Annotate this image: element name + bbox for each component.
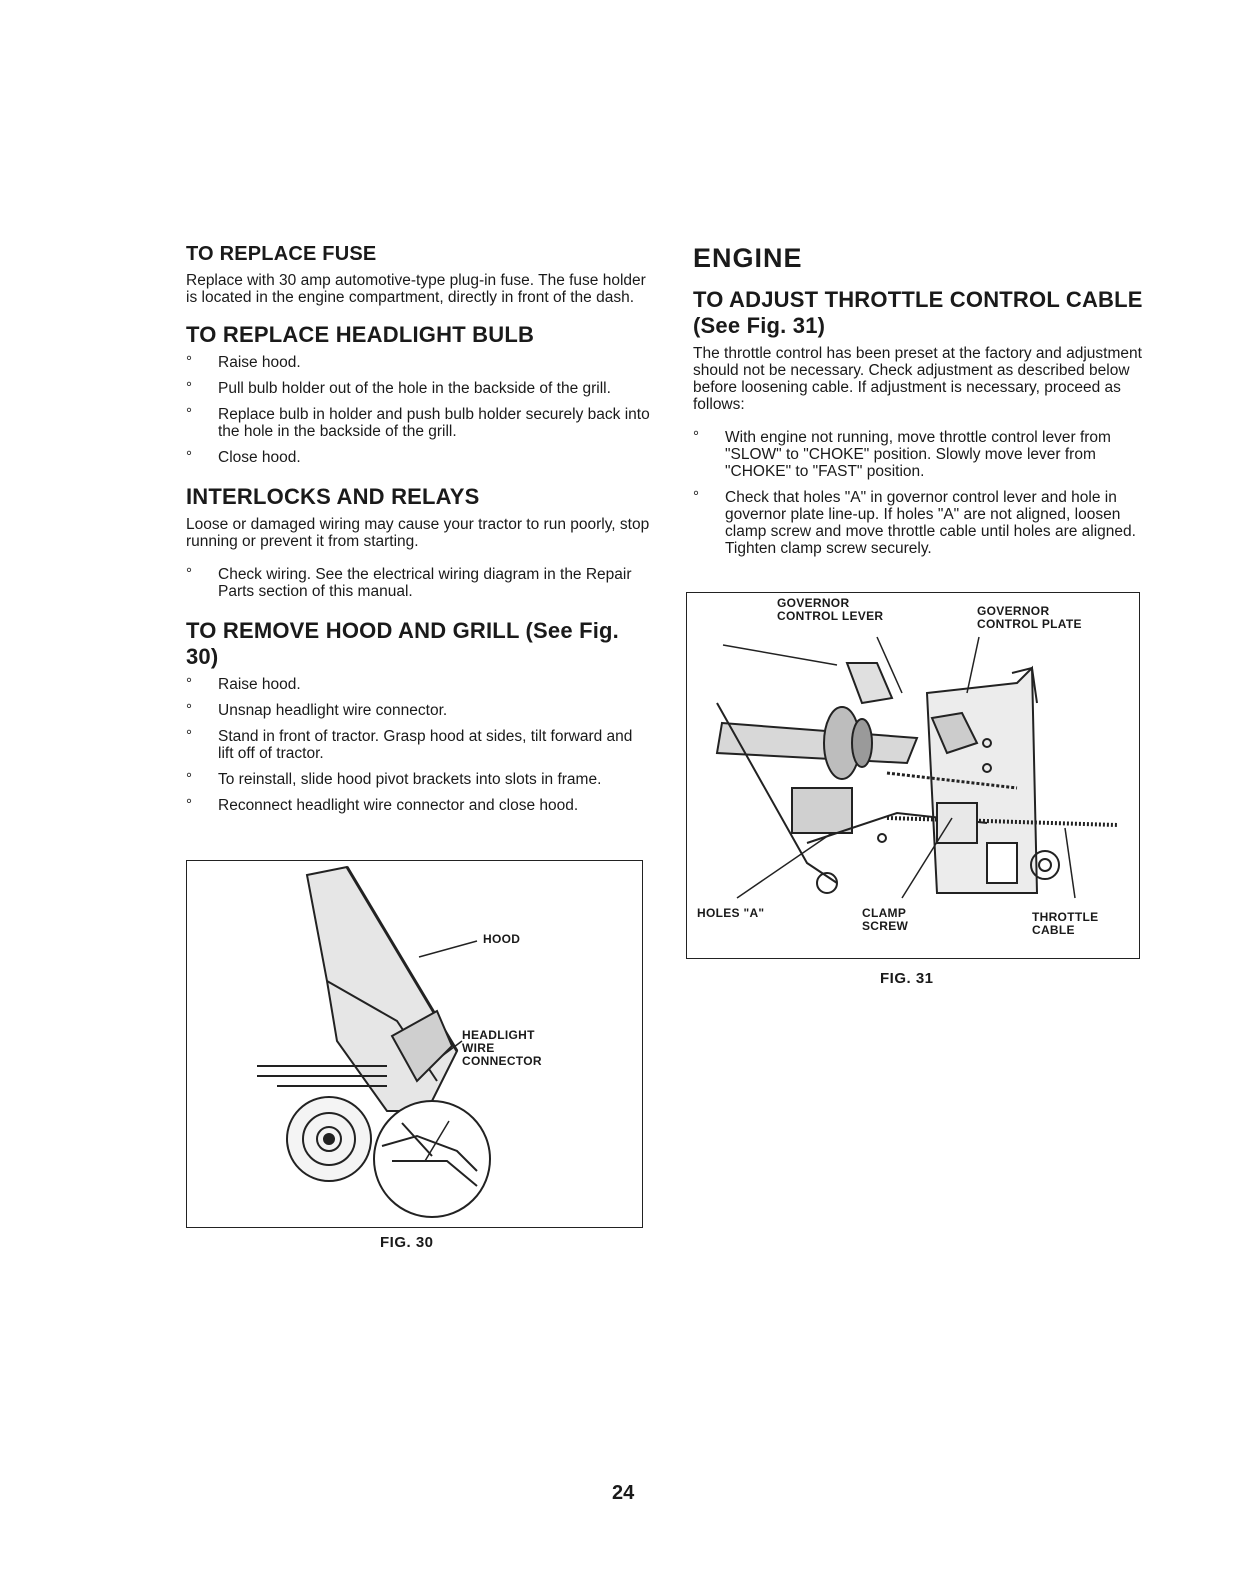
throttle-cable-callout: THROTTLE CABLE — [1032, 910, 1099, 937]
throttle-heading: TO ADJUST THROTTLE CONTROL CABLE (See Fi… — [693, 287, 1143, 338]
interlocks-steps: Check wiring. See the electrical wiring … — [186, 565, 650, 600]
list-item: With engine not running, move throttle c… — [693, 428, 1163, 480]
page-number: 24 — [612, 1482, 635, 1504]
hood-heading: TO REMOVE HOOD AND GRILL (See Fig. 30) — [186, 618, 619, 669]
interlocks-heading: INTERLOCKS AND RELAYS — [186, 484, 480, 509]
list-item: Stand in front of tractor. Grasp hood at… — [186, 727, 650, 762]
throttle-body: The throttle control has been preset at … — [693, 345, 1142, 413]
engine-section-heading: ENGINE — [693, 243, 803, 273]
figure-30-caption: FIG. 30 — [380, 1234, 434, 1251]
list-item: Unsnap headlight wire connector. — [186, 701, 650, 719]
list-item: Close hood. — [186, 448, 650, 466]
list-item: Raise hood. — [186, 675, 650, 693]
list-item: Check that holes "A" in governor control… — [693, 488, 1163, 557]
fuse-body: Replace with 30 amp automotive-type plug… — [186, 272, 646, 306]
headlight-steps: Raise hood. Pull bulb holder out of the … — [186, 353, 650, 466]
figure-31-throttle-illustration: GOVERNOR CONTROL LEVER GOVERNOR CONTROL … — [686, 592, 1140, 959]
left-column: TO REPLACE FUSE Replace with 30 amp auto… — [186, 243, 650, 832]
interlocks-body: Loose or damaged wiring may cause your t… — [186, 516, 650, 550]
list-item: Pull bulb holder out of the hole in the … — [186, 379, 650, 397]
fuse-heading: TO REPLACE FUSE — [186, 243, 377, 265]
holes-a-callout: HOLES "A" — [697, 906, 765, 920]
figure-31-caption: FIG. 31 — [880, 970, 934, 987]
list-item: Replace bulb in holder and push bulb hol… — [186, 405, 650, 440]
hood-callout: HOOD — [483, 932, 521, 946]
hood-illustration — [257, 865, 491, 1218]
governor-plate-callout: GOVERNOR CONTROL PLATE — [977, 604, 1082, 631]
list-item: Reconnect headlight wire connector and c… — [186, 796, 650, 814]
governor-lever-callout: GOVERNOR CONTROL LEVER — [777, 596, 884, 623]
headlight-heading: TO REPLACE HEADLIGHT BULB — [186, 322, 535, 347]
list-item: Raise hood. — [186, 353, 650, 371]
clamp-screw-callout: CLAMP SCREW — [862, 906, 909, 933]
figure-30-hood-illustration: HOOD HEADLIGHT WIRE CONNECTOR — [186, 860, 643, 1228]
list-item: Check wiring. See the electrical wiring … — [186, 565, 650, 600]
right-column: ENGINE TO ADJUST THROTTLE CONTROL CABLE … — [693, 243, 1163, 575]
throttle-illustration — [715, 636, 1118, 899]
list-item: To reinstall, slide hood pivot brackets … — [186, 770, 650, 788]
throttle-steps: With engine not running, move throttle c… — [693, 428, 1163, 557]
headlight-connector-callout: HEADLIGHT WIRE CONNECTOR — [462, 1028, 542, 1068]
hood-steps: Raise hood. Unsnap headlight wire connec… — [186, 675, 650, 814]
